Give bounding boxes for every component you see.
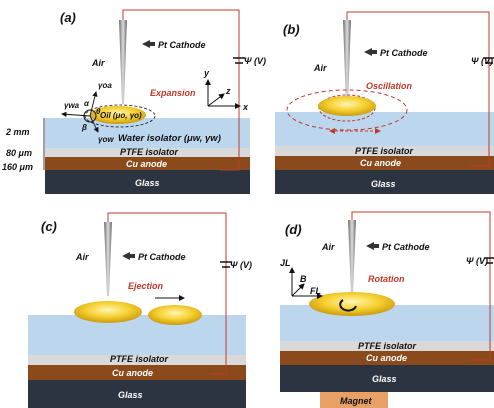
panel-c-state: Ejection bbox=[128, 281, 164, 291]
panel-d-cathode-arrow-tail bbox=[374, 244, 379, 248]
panel-a-beta: β bbox=[81, 123, 87, 132]
panel-d-jl: JL bbox=[280, 258, 291, 268]
panel-a-cathode-needle bbox=[119, 20, 127, 104]
panel-d-air-label: Air bbox=[321, 242, 335, 252]
panel-b-air-label: Air bbox=[313, 63, 327, 73]
panel-a-axis-z: z bbox=[225, 86, 231, 96]
panel-a-anode-label: Cu anode bbox=[126, 159, 167, 169]
panel-a-axis-x: x bbox=[242, 102, 249, 112]
panel-c-ptfe-layer bbox=[28, 355, 246, 365]
panel-c: (c) PTFE isolator Cu anode Glass Ψ (V) P… bbox=[28, 212, 252, 408]
panel-c-anode-layer bbox=[28, 365, 246, 380]
panel-a-gamma-oa: γoa bbox=[98, 81, 112, 90]
panel-a-gamma-ow-arrow bbox=[89, 115, 99, 133]
panel-b-cathode-needle bbox=[343, 20, 351, 104]
panel-a-label: (a) bbox=[60, 10, 76, 25]
panel-d-cathode-arrow bbox=[366, 242, 374, 250]
panel-d-b-axis bbox=[291, 283, 305, 297]
panel-d-state: Rotation bbox=[368, 274, 405, 284]
panel-d-ptfe-label: PTFE isolator bbox=[358, 341, 417, 351]
panel-b-label: (b) bbox=[283, 22, 300, 37]
panel-a-ptfe-label: PTFE isolator bbox=[120, 147, 179, 157]
panel-d-wire bbox=[351, 211, 491, 361]
panel-c-cathode-label: Pt Cathode bbox=[138, 252, 186, 262]
panel-c-glass-layer bbox=[28, 380, 246, 408]
panel-a-water-label: Water isolator (μw, γw) bbox=[118, 133, 221, 144]
panel-d-rotation-arrow bbox=[339, 299, 357, 312]
panel-c-ejected-drop bbox=[148, 305, 202, 325]
panel-c-cathode-arrow-tail bbox=[130, 254, 135, 258]
panel-d-fl: FL bbox=[310, 286, 321, 296]
panel-d-oil-drop bbox=[309, 292, 395, 316]
panel-b-cathode-arrow bbox=[364, 48, 372, 56]
panel-c-voltage: Ψ (V) bbox=[230, 260, 252, 270]
panel-d-magnet bbox=[320, 392, 388, 408]
panel-a-ptfe-layer bbox=[45, 148, 250, 157]
panel-d-anode-layer bbox=[280, 351, 494, 365]
panel-c-wire bbox=[107, 212, 227, 375]
panel-a-theta: θ bbox=[96, 107, 101, 116]
panel-b-glass-label: Glass bbox=[371, 179, 396, 189]
panel-d-glass-label: Glass bbox=[372, 374, 397, 384]
panel-b-cathode-label: Pt Cathode bbox=[380, 48, 428, 58]
panel-b-voltage: Ψ (V) bbox=[471, 56, 493, 66]
panel-c-oil-drop bbox=[74, 301, 142, 323]
panel-a-axis-y: y bbox=[203, 68, 210, 78]
panel-d-voltage: Ψ (V) bbox=[466, 256, 488, 266]
panel-a-alpha: α bbox=[84, 99, 90, 108]
panel-b: (b) PTFE isolator Cu anode Glass Ψ (V) P… bbox=[275, 11, 494, 194]
panel-d-cathode-label: Pt Cathode bbox=[382, 242, 430, 252]
panel-c-cathode-arrow bbox=[122, 252, 130, 260]
panel-c-label: (c) bbox=[41, 219, 57, 234]
panel-a-state: Expansion bbox=[150, 88, 196, 98]
panel-c-ptfe-label: PTFE isolator bbox=[110, 354, 169, 364]
panel-d-cathode-needle bbox=[348, 220, 356, 294]
panel-a-gamma-oa-arrow bbox=[89, 91, 98, 117]
panel-a-z-axis bbox=[207, 93, 225, 107]
panel-a-oil-label: Oil (μo, γo) bbox=[100, 111, 142, 120]
panel-a-oil-drop bbox=[90, 106, 146, 124]
panel-a-thick-water: 2 mm bbox=[5, 127, 30, 137]
panel-d-b: B bbox=[300, 274, 307, 284]
panel-a: (a) Water isolator (μw, γw) PTFE isolato… bbox=[2, 9, 266, 194]
panel-b-anode-layer bbox=[275, 156, 494, 170]
panel-c-cathode-needle bbox=[104, 222, 112, 296]
panel-d: (d) PTFE isolator Cu anode Glass Magnet … bbox=[280, 211, 494, 408]
panel-c-water-layer bbox=[28, 315, 246, 355]
panel-d-glass-layer bbox=[280, 365, 494, 392]
panel-d-label: (d) bbox=[285, 222, 302, 237]
panel-c-air-label: Air bbox=[75, 252, 89, 262]
panel-d-water-layer bbox=[280, 305, 494, 341]
panel-b-anode-label: Cu anode bbox=[360, 158, 401, 168]
panel-b-ptfe-layer bbox=[275, 146, 494, 156]
panel-a-gamma-ow: γow bbox=[98, 135, 114, 144]
panel-a-voltage: Ψ (V) bbox=[244, 56, 266, 66]
panel-a-gamma-wa-arrow bbox=[61, 111, 91, 118]
panel-a-glass-layer bbox=[45, 170, 250, 194]
panel-a-cathode-arrow bbox=[142, 40, 150, 48]
panel-a-glass-label: Glass bbox=[135, 178, 160, 188]
panel-a-gamma-wa: γwa bbox=[64, 101, 80, 110]
panel-d-anode-label: Cu anode bbox=[366, 353, 407, 363]
panel-b-oil-drop bbox=[318, 96, 376, 116]
panel-b-water-layer bbox=[275, 112, 494, 146]
panel-a-cathode-label: Pt Cathode bbox=[158, 40, 206, 50]
panel-b-ptfe-label: PTFE isolator bbox=[355, 146, 414, 156]
panel-b-state: Oscillation bbox=[366, 81, 413, 91]
panel-a-thick-anode: 160 μm bbox=[2, 162, 33, 172]
panel-d-magnet-label: Magnet bbox=[340, 396, 373, 406]
panel-a-thick-ptfe: 80 μm bbox=[6, 148, 32, 158]
panel-c-anode-label: Cu anode bbox=[112, 368, 153, 378]
panel-a-air-label: Air bbox=[91, 58, 105, 68]
panel-c-glass-label: Glass bbox=[118, 390, 143, 400]
panel-b-glass-layer bbox=[275, 170, 494, 194]
panel-d-ptfe-layer bbox=[280, 341, 494, 351]
panel-a-cathode-arrow-tail bbox=[150, 42, 155, 46]
panel-a-anode-layer bbox=[45, 157, 250, 170]
panel-b-cathode-arrow-tail bbox=[372, 50, 377, 54]
